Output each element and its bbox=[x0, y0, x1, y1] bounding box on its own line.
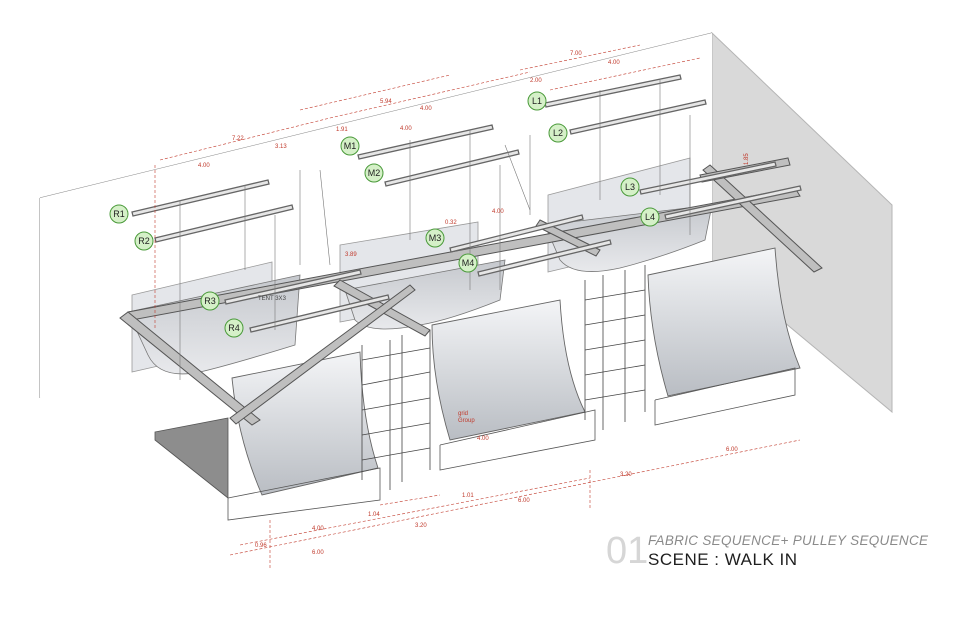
base-frame-left bbox=[227, 467, 381, 521]
dim-4-00-a: 4.00 bbox=[420, 106, 432, 112]
svg-text:M4: M4 bbox=[462, 258, 475, 268]
dim-3-89: 3.89 bbox=[345, 252, 357, 258]
scene-caption: 01 FABRIC SEQUENCE+ PULLEY SEQUENCE SCEN… bbox=[606, 530, 936, 574]
dim-4-00-d: 4.00 bbox=[198, 163, 210, 169]
dim-0-32: 0.32 bbox=[445, 220, 457, 226]
dim-4-00-e: 4.00 bbox=[492, 209, 504, 215]
tower-left bbox=[361, 330, 431, 490]
svg-text:M3: M3 bbox=[429, 233, 442, 243]
dim-2-00: 2.00 bbox=[530, 78, 542, 84]
svg-text:L3: L3 bbox=[625, 182, 635, 192]
dim-1-04: 1.04 bbox=[368, 512, 380, 518]
dim-0-96: 0.96 bbox=[255, 543, 267, 549]
fabric-upper-right bbox=[544, 204, 713, 272]
scene-subtitle: FABRIC SEQUENCE+ PULLEY SEQUENCE bbox=[648, 533, 929, 548]
rail-R3 bbox=[224, 269, 362, 305]
pulley-rails bbox=[131, 74, 802, 333]
dim-3-13: 3.13 bbox=[275, 144, 287, 150]
svg-text:L4: L4 bbox=[645, 212, 655, 222]
pulley-labels: R1 R2 R3 R4 M1 M2 M3 M4 L1 L2 L3 L4 bbox=[109, 91, 660, 338]
rail-M3 bbox=[449, 214, 584, 253]
hanging-cables bbox=[179, 80, 691, 380]
curved-fabric-front bbox=[231, 247, 801, 496]
svg-text:R1: R1 bbox=[113, 209, 125, 219]
label-R4: R4 bbox=[224, 318, 244, 338]
dimension-lines bbox=[154, 44, 801, 570]
fabric-front-right bbox=[647, 247, 801, 397]
dim-4-00-b: 4.00 bbox=[608, 60, 620, 66]
dim-3-20-a: 3.20 bbox=[620, 472, 632, 478]
truss-diag-left bbox=[119, 311, 261, 426]
dim-7-00: 7.00 bbox=[570, 51, 582, 57]
dim-1-85: 1.85 bbox=[744, 153, 750, 165]
rail-L1 bbox=[544, 74, 682, 108]
rail-R1 bbox=[131, 179, 270, 217]
label-R3: R3 bbox=[200, 291, 220, 311]
base-frame-right bbox=[654, 367, 796, 426]
svg-text:M2: M2 bbox=[368, 168, 381, 178]
grid-note-a: grid bbox=[458, 411, 468, 417]
svg-text:L1: L1 bbox=[532, 96, 542, 106]
rail-R2 bbox=[154, 204, 294, 243]
truss-mid-long bbox=[229, 284, 416, 425]
truss-diag-right bbox=[702, 164, 823, 273]
dim-6-00-c: 6.00 bbox=[312, 550, 324, 556]
label-M3: M3 bbox=[425, 228, 445, 248]
stair-block bbox=[154, 417, 229, 499]
tower-right bbox=[584, 265, 646, 430]
svg-text:M1: M1 bbox=[344, 141, 357, 151]
label-M1: M1 bbox=[340, 136, 360, 156]
dim-4-00-c: 4.00 bbox=[400, 126, 412, 132]
rail-M4 bbox=[477, 239, 612, 277]
label-L2: L2 bbox=[548, 123, 568, 143]
label-M2: M2 bbox=[364, 163, 384, 183]
svg-text:R4: R4 bbox=[228, 323, 240, 333]
label-L1: L1 bbox=[527, 91, 547, 111]
label-L4: L4 bbox=[640, 207, 660, 227]
rail-L3 bbox=[639, 161, 777, 195]
dim-3-20-b: 3.20 bbox=[415, 523, 427, 529]
grid-note-c: 4.00 bbox=[477, 436, 489, 442]
dim-1-01: 1.01 bbox=[462, 493, 474, 499]
rail-L4 bbox=[664, 185, 802, 220]
stage-base bbox=[154, 367, 796, 521]
label-L3: L3 bbox=[620, 177, 640, 197]
scene-title: SCENE : WALK IN bbox=[648, 550, 798, 569]
scaffold-towers bbox=[361, 265, 646, 490]
grid-note-b: Group bbox=[458, 418, 475, 424]
scene-number: 01 bbox=[606, 530, 649, 572]
label-R1: R1 bbox=[109, 204, 129, 224]
dim-6-00-a: 6.00 bbox=[726, 447, 738, 453]
dim-5-94: 5.94 bbox=[380, 99, 392, 105]
svg-text:L2: L2 bbox=[553, 128, 563, 138]
rail-M2 bbox=[384, 149, 520, 187]
dim-7-22: 7.22 bbox=[232, 136, 244, 142]
dim-1-91: 1.91 bbox=[336, 127, 348, 133]
dim-6-00-b: 6.00 bbox=[518, 498, 530, 504]
dimension-texts: 7.22 3.13 5.94 4.00 7.00 4.00 2.00 1.91 … bbox=[198, 51, 750, 556]
svg-text:R2: R2 bbox=[138, 236, 150, 246]
notes: TENT 3X3 grid Group 4.00 bbox=[258, 296, 489, 442]
fabric-front-mid bbox=[431, 299, 586, 441]
rail-M1 bbox=[357, 124, 494, 160]
svg-text:R3: R3 bbox=[204, 296, 216, 306]
label-M4: M4 bbox=[458, 253, 478, 273]
label-R2: R2 bbox=[134, 231, 154, 251]
tent-note: TENT 3X3 bbox=[258, 296, 287, 302]
dim-4-00-f: 4.00 bbox=[312, 526, 324, 532]
rail-R4 bbox=[249, 294, 390, 333]
base-frame-mid bbox=[439, 409, 596, 471]
